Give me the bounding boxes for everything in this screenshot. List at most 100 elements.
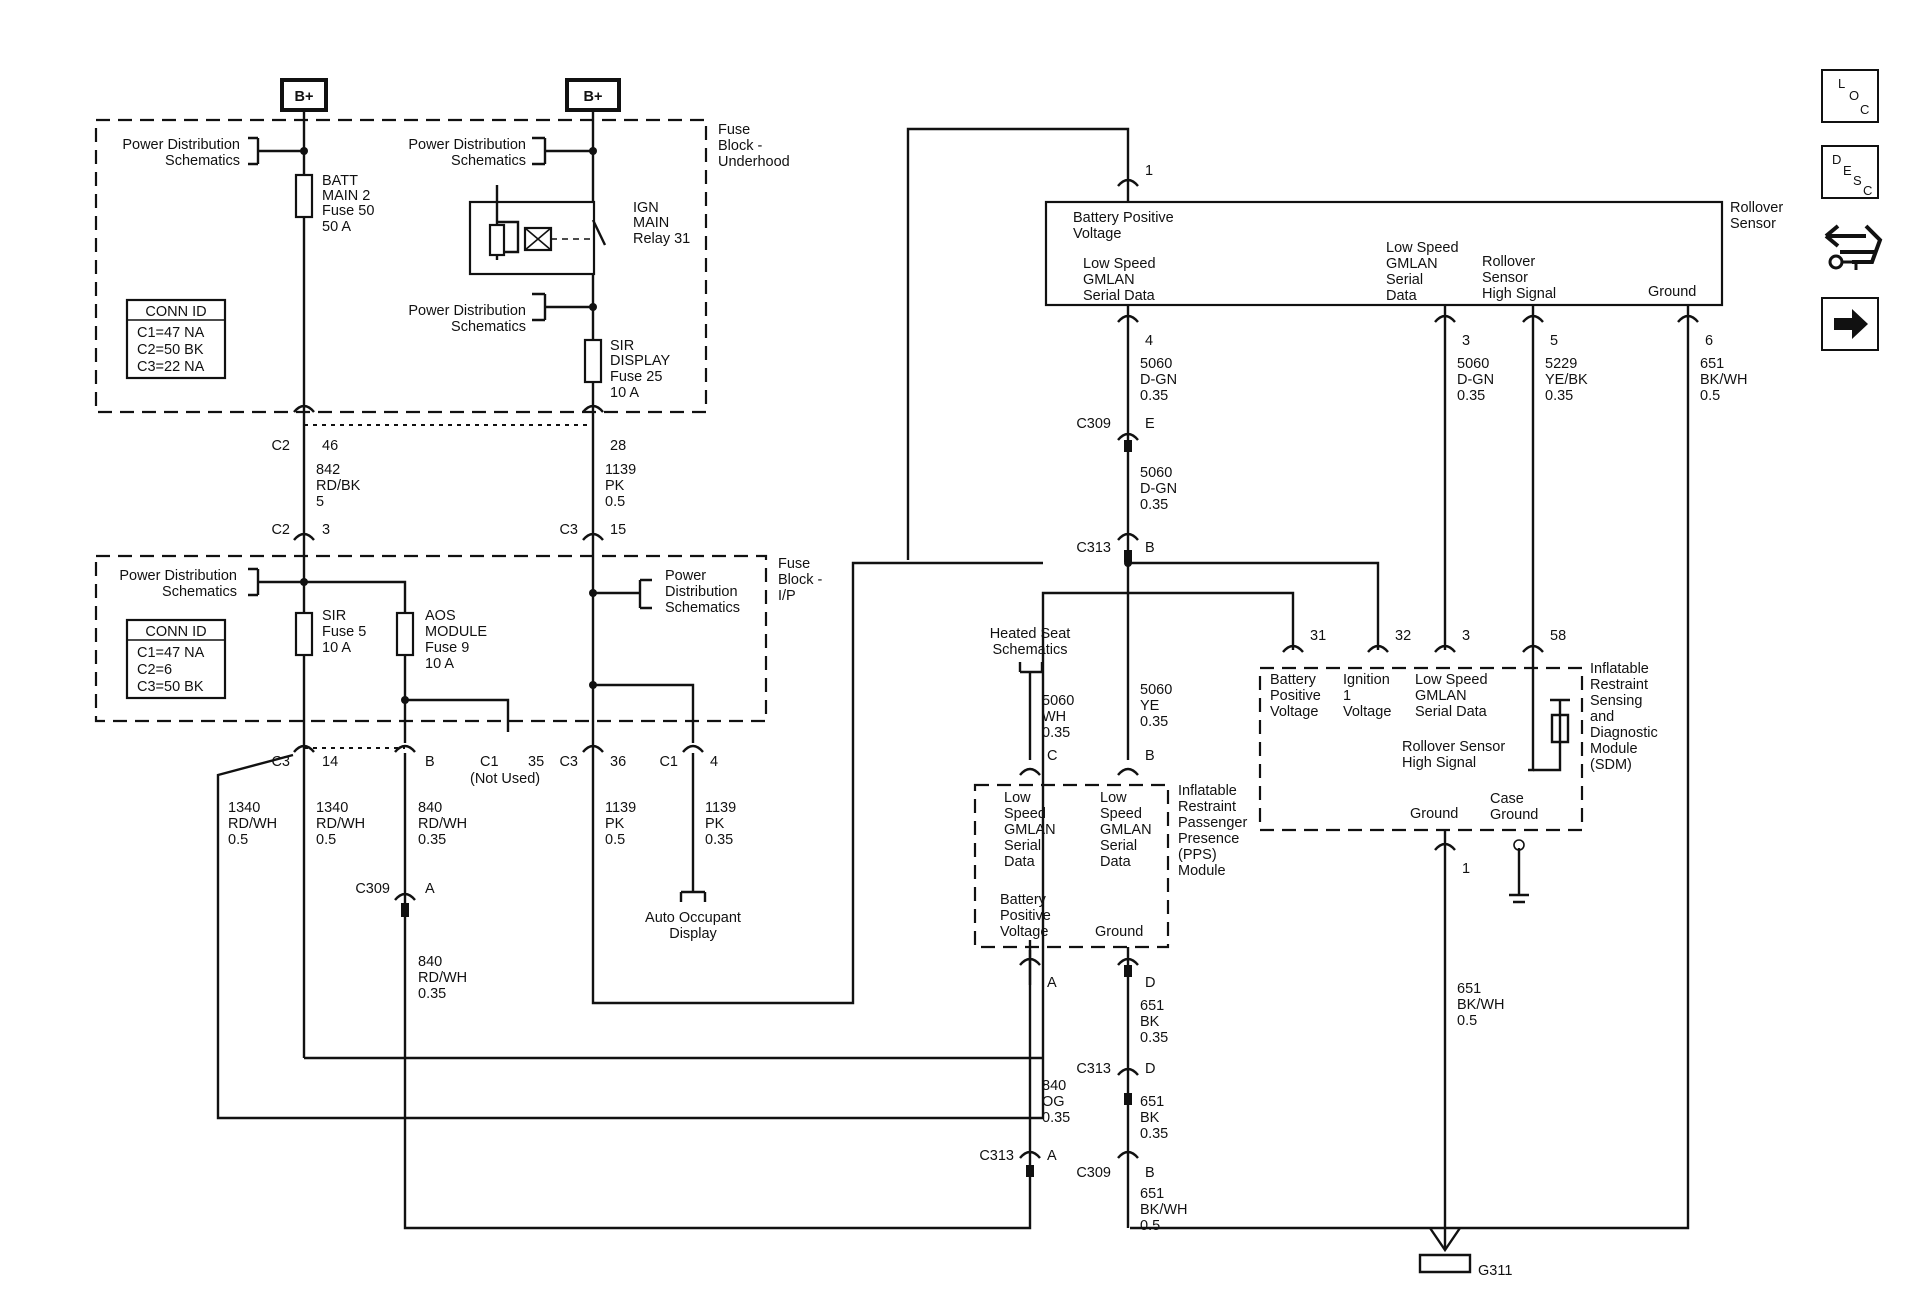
svg-text:0.5: 0.5 [228,832,248,848]
svg-text:MAIN 2: MAIN 2 [322,188,370,204]
svg-text:842: 842 [316,462,340,478]
svg-text:BK/WH: BK/WH [1700,372,1748,388]
svg-text:Diagnostic: Diagnostic [1590,725,1658,741]
svg-text:IGN: IGN [633,200,659,216]
svg-text:Rollover Sensor: Rollover Sensor [1402,739,1505,755]
next-page-button[interactable] [1821,297,1879,351]
svg-text:C309: C309 [1076,1165,1111,1181]
svg-text:(PPS): (PPS) [1178,847,1217,863]
svg-text:Relay 31: Relay 31 [633,231,690,247]
svg-text:Fuse 5: Fuse 5 [322,624,366,640]
svg-text:BK: BK [1140,1110,1160,1126]
desc-button[interactable]: D E S C [1821,145,1879,199]
svg-text:C3=22 NA: C3=22 NA [137,359,205,375]
svg-text:PK: PK [605,816,625,832]
svg-text:Fuse 25: Fuse 25 [610,369,662,385]
svg-text:5060: 5060 [1457,356,1489,372]
svg-text:28: 28 [610,438,626,454]
svg-text:GMLAN: GMLAN [1100,822,1152,838]
svg-text:I/P: I/P [778,588,796,604]
svg-text:14: 14 [322,754,338,770]
svg-text:B: B [1145,748,1155,764]
svg-text:YE: YE [1140,698,1160,714]
svg-text:0.5: 0.5 [1457,1013,1477,1029]
svg-text:1: 1 [1145,163,1153,179]
connector-view-icon[interactable] [1824,224,1883,270]
svg-text:Battery: Battery [1270,672,1317,688]
svg-text:0.5: 0.5 [1700,388,1720,404]
svg-text:RD/WH: RD/WH [316,816,365,832]
svg-text:Battery Positive: Battery Positive [1073,210,1174,226]
svg-text:D: D [1145,975,1155,991]
ip-labels: Fuse Block - I/P Power Distribution Sche… [119,556,822,672]
svg-text:C313: C313 [979,1148,1014,1164]
svg-text:Ground: Ground [1648,284,1696,300]
svg-text:Serial: Serial [1100,838,1137,854]
svg-text:Ignition: Ignition [1343,672,1390,688]
svg-text:0.5: 0.5 [605,494,625,510]
connector-symbols [293,147,1699,1177]
svg-text:Schematics: Schematics [665,600,740,616]
svg-text:1: 1 [1343,688,1351,704]
svg-text:BK/WH: BK/WH [1140,1202,1188,1218]
svg-text:BATT: BATT [322,173,358,189]
svg-text:CONN ID: CONN ID [145,304,206,320]
svg-text:Battery: Battery [1000,892,1047,908]
svg-text:C313: C313 [1076,540,1111,556]
loc-button[interactable]: L O C [1821,69,1879,123]
svg-text:0.35: 0.35 [1042,725,1070,741]
svg-text:Data: Data [1386,288,1418,304]
svg-text:0.35: 0.35 [1140,497,1168,513]
svg-text:Positive: Positive [1000,908,1051,924]
svg-text:Ground: Ground [1095,924,1143,940]
svg-text:5060: 5060 [1042,693,1074,709]
svg-text:Rollover: Rollover [1482,254,1535,270]
svg-text:3: 3 [322,522,330,538]
svg-text:Inflatable: Inflatable [1178,783,1237,799]
svg-text:High Signal: High Signal [1482,286,1556,302]
svg-text:Schematics: Schematics [451,153,526,169]
svg-text:(Not Used): (Not Used) [470,771,540,787]
pps-module-outline [973,783,1170,949]
svg-text:5: 5 [1550,333,1558,349]
svg-text:C: C [1047,748,1057,764]
svg-text:0.35: 0.35 [1140,388,1168,404]
svg-text:Module: Module [1590,741,1638,757]
svg-text:Voltage: Voltage [1343,704,1391,720]
conn-id-table-underhood: CONN ID C1=47 NA C2=50 BK C3=22 NA [125,298,227,380]
svg-text:C1: C1 [480,754,499,770]
svg-text:GMLAN: GMLAN [1004,822,1056,838]
svg-text:840: 840 [418,954,442,970]
svg-text:Heated Seat: Heated Seat [990,626,1071,642]
svg-text:Power Distribution: Power Distribution [122,137,240,153]
svg-text:15: 15 [610,522,626,538]
svg-text:0.35: 0.35 [418,986,446,1002]
svg-text:C: C [1863,183,1872,198]
svg-text:651: 651 [1140,998,1164,1014]
svg-text:36: 36 [610,754,626,770]
svg-text:C3: C3 [559,754,578,770]
svg-text:Schematics: Schematics [162,584,237,600]
arrow-right-icon [1834,309,1868,339]
svg-text:PK: PK [705,816,725,832]
fuse-block-ip-outline [94,554,768,723]
svg-text:BK/WH: BK/WH [1457,997,1505,1013]
svg-text:1340: 1340 [228,800,260,816]
svg-text:46: 46 [322,438,338,454]
svg-text:YE/BK: YE/BK [1545,372,1588,388]
svg-text:O: O [1849,88,1859,103]
svg-text:Speed: Speed [1100,806,1142,822]
svg-text:Case: Case [1490,791,1524,807]
svg-text:5060: 5060 [1140,682,1172,698]
svg-text:Serial: Serial [1386,272,1423,288]
svg-text:B: B [1145,1165,1155,1181]
svg-text:SIR: SIR [322,608,346,624]
svg-text:Ground: Ground [1410,806,1458,822]
svg-text:Low: Low [1100,790,1127,806]
svg-text:RD/WH: RD/WH [418,816,467,832]
svg-text:Power: Power [665,568,706,584]
svg-text:GMLAN: GMLAN [1386,256,1438,272]
svg-text:C: C [1860,102,1869,117]
svg-text:Block -: Block - [718,138,762,154]
svg-text:Low Speed: Low Speed [1415,672,1488,688]
